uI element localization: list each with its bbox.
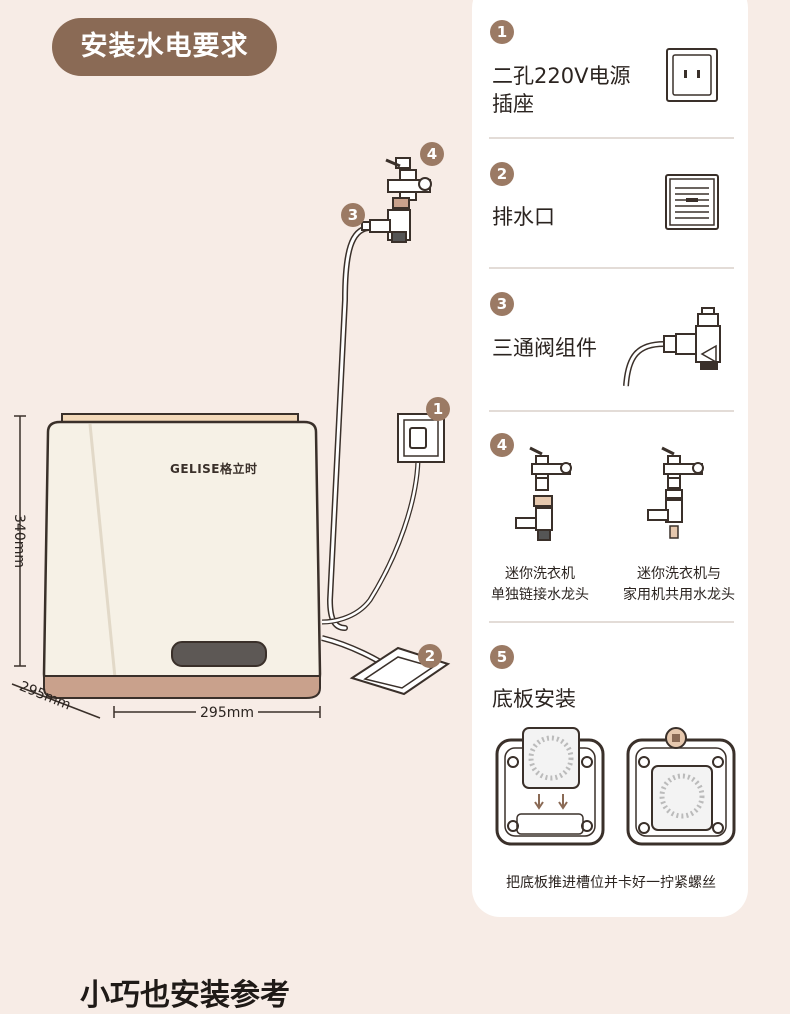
marker-2: 2: [418, 644, 442, 668]
wall-socket-illustration: [397, 413, 445, 463]
brand-label: GELISE格立时: [170, 462, 258, 476]
marker-4: 4: [420, 142, 444, 166]
step-1-number: 1: [490, 20, 514, 44]
marker-3: 3: [341, 203, 365, 227]
step-2-label: 排水口: [492, 205, 555, 229]
faucet-illustration: [361, 157, 432, 243]
width-dimension: 295mm: [196, 705, 258, 721]
base-plate-icon: [495, 727, 605, 846]
step-4-number: 4: [490, 433, 514, 457]
step-4-caption-left-1: 迷你洗衣机: [505, 566, 575, 582]
faucet-icon: [515, 446, 572, 541]
power-socket-icon: [666, 48, 718, 102]
floor-drain-icon: [665, 174, 719, 230]
step-5-label: 底板安装: [492, 687, 576, 711]
three-way-valve-icon: [623, 307, 721, 387]
step-2-number: 2: [490, 162, 514, 186]
step-3-number: 3: [490, 292, 514, 316]
faucet-shared-icon: [647, 446, 704, 539]
marker-1: 1: [426, 397, 450, 421]
step-5-caption: 把底板推进槽位并卡好一拧紧螺丝: [506, 875, 716, 891]
height-dimension: 340mm: [11, 514, 27, 568]
step-4-caption-right-2: 家用机共用水龙头: [623, 587, 735, 603]
step-1-label-line1: 二孔220V电源: [492, 64, 631, 88]
step-3-label: 三通阀组件: [492, 336, 597, 360]
base-plate-installed-icon: [626, 727, 736, 846]
step-4-caption-left-2: 单独链接水龙头: [491, 587, 589, 603]
bottom-heading: 小巧也安装参考: [80, 978, 290, 1013]
step-5-number: 5: [490, 645, 514, 669]
page-title: 安装水电要求: [52, 18, 277, 76]
step-4-caption-right-1: 迷你洗衣机与: [637, 566, 721, 582]
washer-body: [42, 413, 322, 699]
step-1-label-line2: 插座: [492, 92, 534, 116]
washer-installation-illustration: [11, 157, 451, 719]
